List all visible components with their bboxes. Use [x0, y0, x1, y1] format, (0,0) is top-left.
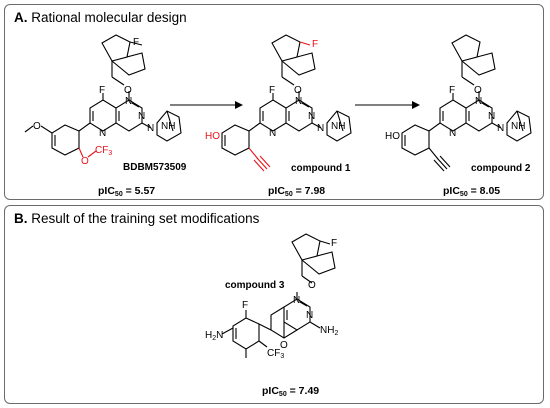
h2n-group-label: H2N: [205, 330, 223, 342]
panel-a-header: A. Rational molecular design: [14, 10, 187, 25]
molecule-bdbm573509-highlight: [78, 147, 97, 158]
ho-group-label-red: HO: [205, 131, 220, 142]
panel-a-title: Rational molecular design: [31, 10, 187, 25]
o-atom-label: O: [280, 340, 288, 351]
f-atom-label: F: [99, 85, 105, 96]
o-atom-label: O: [33, 121, 41, 132]
compound-3-pic50: pIC50 = 7.49: [262, 385, 319, 398]
f-atom-label: F: [133, 37, 139, 48]
panel-b-header: B. Result of the training set modificati…: [14, 211, 259, 226]
f-atom-label: F: [449, 85, 455, 96]
molecule-compound-2: [401, 34, 532, 172]
cf3-group-label: CF3: [267, 348, 284, 360]
panel-b-scheme: F O N N O NH2 F H2N CF3 compound 3 pIC50…: [205, 233, 338, 398]
panel-a-letter: A.: [14, 10, 28, 25]
nh-atom-label: NH: [511, 121, 525, 132]
n-atom-label: N: [317, 123, 324, 134]
f-atom-label: F: [242, 300, 248, 311]
bdbm573509-label: BDBM573509: [123, 162, 187, 173]
o-atom-label-red: O: [81, 156, 89, 167]
f-atom-label-red: F: [312, 39, 318, 50]
bdbm573509-pic50: pIC50 = 5.57: [98, 185, 155, 198]
panel-b-training-set: B. Result of the training set modificati…: [4, 205, 544, 404]
molecule-compound-3: [221, 233, 336, 358]
o-atom-label: O: [474, 85, 482, 96]
n-atom-label: N: [99, 128, 106, 139]
panel-b-title: Result of the training set modifications: [31, 211, 260, 226]
nh-atom-label: NH: [331, 121, 345, 132]
compound-3-label: compound 3: [225, 280, 285, 291]
f-atom-label: F: [331, 238, 337, 249]
n-atom-label: N: [295, 96, 302, 107]
molecule-compound-1: [221, 34, 352, 156]
n-atom-label: N: [475, 96, 482, 107]
f-atom-label: F: [269, 85, 275, 96]
n-atom-label: N: [293, 295, 300, 306]
n-atom-label: N: [497, 123, 504, 134]
n-atom-label: N: [125, 96, 132, 107]
compound-1-pic50: pIC50 = 7.98: [268, 185, 325, 198]
n-atom-label: N: [269, 128, 276, 139]
panel-a-scheme: F O N N F N N NH O O CF3 BDBM573509 pIC5…: [24, 34, 532, 198]
compound-2-pic50: pIC50 = 8.05: [443, 185, 500, 198]
nh-atom-label: NH: [161, 121, 175, 132]
o-atom-label: O: [294, 85, 302, 96]
n-atom-label: N: [308, 111, 315, 122]
compound-2-label: compound 2: [471, 163, 531, 174]
n-atom-label: N: [449, 128, 456, 139]
nh2-group-label: NH2: [320, 325, 338, 337]
molecule-compound-1-highlight: [248, 41, 311, 172]
compound-1-label: compound 1: [291, 163, 351, 174]
o-atom-label: O: [124, 85, 132, 96]
panel-b-letter: B.: [14, 211, 28, 226]
panel-a-rational-design: A. Rational molecular design: [4, 4, 544, 200]
cf3-group-label: CF3: [95, 145, 112, 157]
n-atom-label: N: [147, 123, 154, 134]
molecule-bdbm573509: [24, 34, 182, 156]
n-atom-label: N: [138, 111, 145, 122]
n-atom-label: N: [306, 310, 313, 321]
o-atom-label: O: [308, 280, 316, 291]
n-atom-label: N: [488, 111, 495, 122]
ho-group-label: HO: [385, 131, 400, 142]
